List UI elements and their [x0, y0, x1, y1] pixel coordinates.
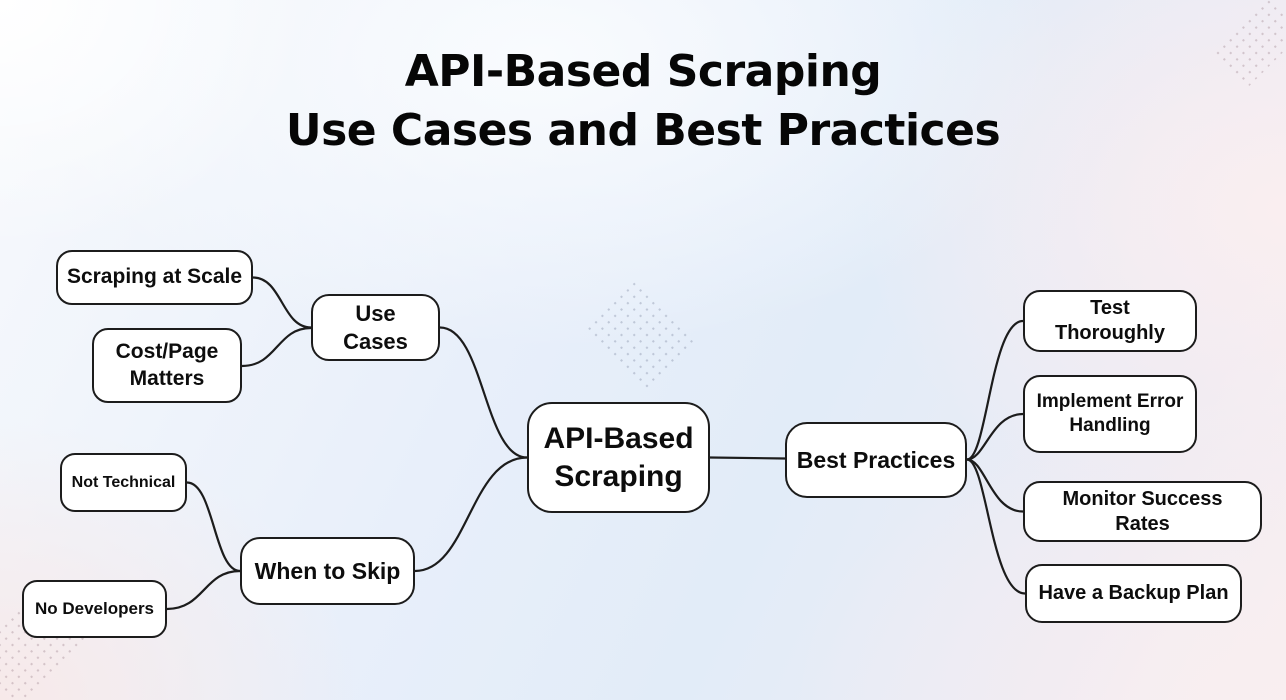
connector-cost-page-matters-to-use-cases: [240, 326, 313, 368]
node-implement-error-handling-label: Implement Error Handling: [1036, 391, 1184, 436]
connector-when-to-skip-to-root: [413, 456, 529, 573]
connector-not-technical-to-when-to-skip: [185, 481, 242, 573]
node-monitor-success-rates-label: Monitor Success Rates: [1062, 487, 1223, 535]
page-title: API-Based Scraping Use Cases and Best Pr…: [0, 42, 1286, 160]
node-scraping-at-scale-label: Scraping at Scale: [66, 265, 243, 289]
connector-best-practices-to-have-backup-plan: [965, 458, 1027, 595]
node-test-thoroughly: Test Thoroughly: [1023, 290, 1197, 352]
node-not-technical: Not Technical: [60, 453, 187, 512]
node-cost-page-matters-label: Cost/Page Matters: [115, 340, 219, 390]
node-no-developers-label: No Developers: [34, 599, 155, 619]
node-scraping-at-scale: Scraping at Scale: [56, 250, 253, 305]
node-api-based-scraping-root: API-Based Scraping: [527, 402, 710, 513]
node-use-cases-label: Use Cases: [343, 301, 408, 354]
connector-best-practices-to-monitor-success-rates: [965, 458, 1025, 513]
title-line-1: API-Based Scraping: [404, 46, 882, 97]
connector-scraping-at-scale-to-use-cases: [251, 276, 313, 329]
node-monitor-success-rates: Monitor Success Rates: [1023, 481, 1262, 542]
connector-best-practices-to-implement-error-handling: [965, 412, 1025, 461]
node-cost-page-matters: Cost/Page Matters: [92, 328, 242, 403]
node-have-backup-plan-label: Have a Backup Plan: [1038, 582, 1229, 605]
node-api-based-scraping-label: API-Based Scraping: [543, 422, 694, 493]
node-no-developers: No Developers: [22, 580, 167, 638]
node-not-technical-label: Not Technical: [71, 473, 176, 491]
node-best-practices-label: Best Practices: [796, 446, 956, 473]
node-implement-error-handling: Implement Error Handling: [1023, 375, 1197, 453]
connector-best-practices-to-test-thoroughly: [965, 319, 1025, 461]
node-test-thoroughly-label: Test Thoroughly: [1055, 297, 1165, 344]
connector-root-to-best-practices: [708, 456, 787, 460]
connector-no-developers-to-when-to-skip: [165, 569, 242, 611]
node-best-practices: Best Practices: [785, 422, 967, 498]
node-when-to-skip-label: When to Skip: [254, 557, 401, 584]
node-have-backup-plan: Have a Backup Plan: [1025, 564, 1242, 623]
title-line-2: Use Cases and Best Practices: [285, 105, 1001, 156]
node-when-to-skip: When to Skip: [240, 537, 415, 605]
node-use-cases: Use Cases: [311, 294, 440, 361]
connector-use-cases-to-root: [438, 326, 529, 459]
